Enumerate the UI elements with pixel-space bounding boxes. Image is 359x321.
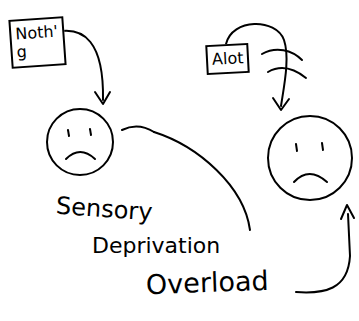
- sad-face: [268, 116, 352, 200]
- box-text: Alot: [212, 49, 244, 69]
- eye: [296, 144, 297, 151]
- bracket: [122, 126, 154, 132]
- eye: [322, 143, 323, 150]
- handwritten-label: Overload: [146, 266, 270, 300]
- sad-face: [47, 109, 113, 175]
- text-box: Alot: [205, 43, 250, 75]
- wave-line: [262, 50, 302, 60]
- leader-line: [154, 132, 250, 230]
- wave-line: [268, 68, 306, 78]
- text-box: Noth' g: [8, 16, 66, 69]
- handwritten-label: Sensory: [55, 193, 153, 226]
- eye: [68, 130, 69, 136]
- arrow-head: [95, 92, 110, 104]
- frown: [294, 174, 327, 182]
- leader-line: [296, 214, 350, 292]
- eye: [90, 129, 91, 135]
- frown: [66, 152, 95, 159]
- box-text: Noth' g: [15, 23, 60, 63]
- handwritten-label: Deprivation: [92, 234, 220, 258]
- arrow-head: [273, 98, 289, 110]
- arrow-head: [341, 205, 354, 219]
